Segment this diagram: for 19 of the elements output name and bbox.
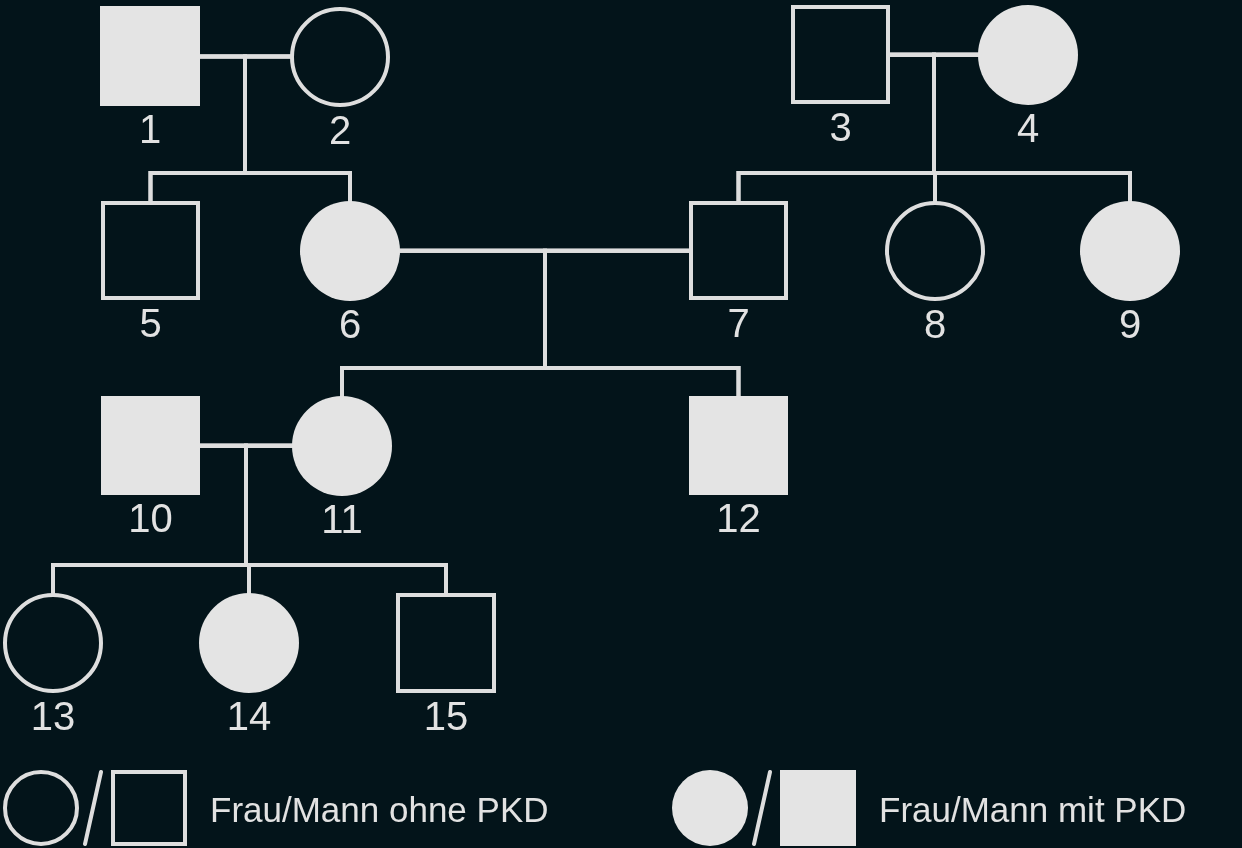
individual-number: 11 bbox=[321, 499, 363, 539]
individual-number: 2 bbox=[328, 110, 352, 150]
individual-number: 12 bbox=[716, 498, 761, 538]
descent-line bbox=[243, 54, 352, 203]
descent-line bbox=[543, 248, 741, 398]
individual-number: 13 bbox=[30, 696, 76, 736]
individual-number: 1 bbox=[138, 109, 162, 149]
individual-number: 9 bbox=[1118, 304, 1142, 344]
individual-number: 7 bbox=[727, 303, 750, 343]
individual-number: 10 bbox=[128, 498, 173, 538]
individual-number: 14 bbox=[226, 696, 272, 736]
legend-label: Frau/Mann mit PKD bbox=[879, 792, 1187, 827]
legend-label: Frau/Mann ohne PKD bbox=[210, 792, 549, 827]
individual-number: 15 bbox=[423, 696, 469, 736]
individual-number: 4 bbox=[1016, 108, 1040, 148]
individual-number: 3 bbox=[829, 107, 852, 147]
individual-number: 6 bbox=[338, 304, 362, 344]
individual-number: 5 bbox=[139, 303, 162, 343]
individual-number: 8 bbox=[923, 304, 947, 344]
